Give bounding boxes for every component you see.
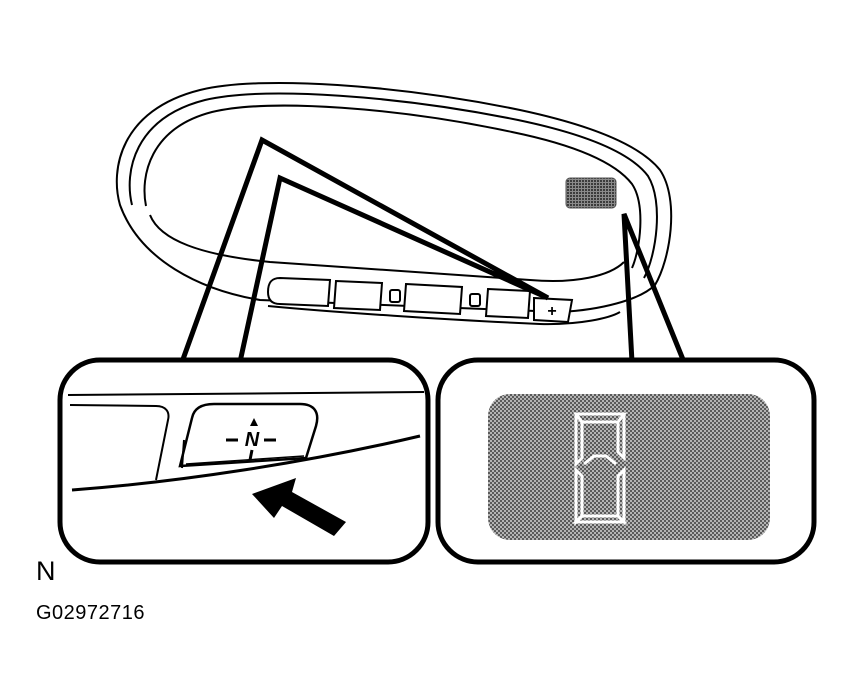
plus-button-symbol: + bbox=[547, 303, 556, 320]
compass-button-letter: N bbox=[245, 429, 260, 451]
press-arrow-icon bbox=[252, 478, 346, 536]
callout-wedge-left bbox=[179, 136, 550, 363]
plus-button[interactable]: + bbox=[533, 296, 574, 324]
segment-digit bbox=[572, 412, 628, 526]
mirror-button-strip bbox=[266, 276, 621, 326]
detail-panel-button: N bbox=[57, 357, 431, 565]
mirror-housing bbox=[115, 81, 673, 314]
view-label: N bbox=[36, 556, 56, 586]
mirror-indicator-patch bbox=[565, 177, 617, 209]
compass-button[interactable]: N bbox=[178, 402, 319, 469]
detail-panel-display bbox=[435, 357, 817, 565]
callout-wedge-right bbox=[621, 213, 687, 363]
compass-display bbox=[488, 394, 770, 540]
figure-id: G02972716 bbox=[36, 602, 146, 624]
compass-north-tick bbox=[250, 418, 258, 426]
